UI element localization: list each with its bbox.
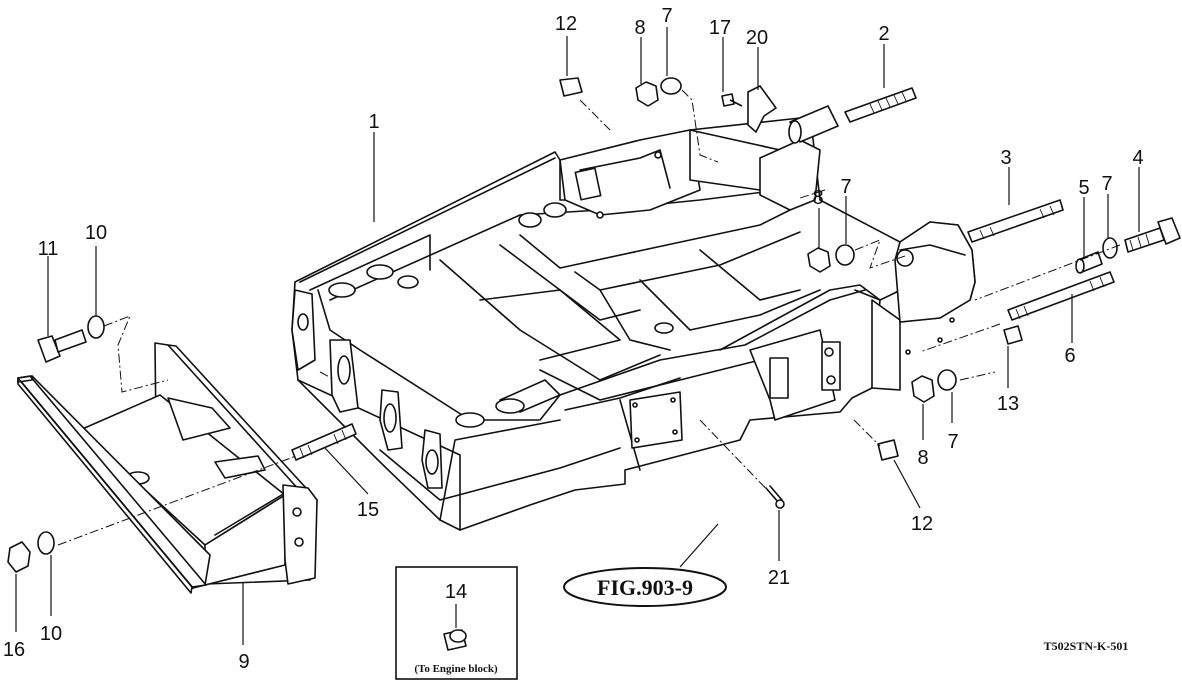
washer-7-bottom xyxy=(937,369,957,391)
callout-9: 9 xyxy=(238,651,249,673)
stud-6 xyxy=(1007,271,1115,321)
inset-box: 14 (To Engine block) xyxy=(395,566,518,680)
bushing-12-bottom xyxy=(877,439,899,461)
callout-12-top: 12 xyxy=(555,13,577,35)
washer-10-upper xyxy=(87,315,105,339)
washer-7-top xyxy=(660,77,682,95)
stud-3 xyxy=(967,199,1064,243)
callout-6: 6 xyxy=(1064,345,1075,367)
nut-8-top xyxy=(635,81,659,107)
figure-label: FIG.903-9 xyxy=(597,575,693,600)
callout-7-mid: 7 xyxy=(840,176,851,198)
inset-note: (To Engine block) xyxy=(414,663,498,675)
bushing-12-top xyxy=(559,77,583,97)
bolt-21 xyxy=(765,485,785,509)
screw-17 xyxy=(721,93,743,107)
frame xyxy=(291,117,976,531)
bolt-11 xyxy=(37,329,87,363)
callout-3: 3 xyxy=(1000,147,1011,169)
callout-10-upper: 10 xyxy=(85,222,107,244)
callout-7-right: 7 xyxy=(1101,173,1112,195)
callout-4: 4 xyxy=(1132,147,1143,169)
callout-13: 13 xyxy=(997,393,1019,415)
callout-21: 21 xyxy=(768,567,790,589)
callout-11: 11 xyxy=(38,238,59,260)
collar-5 xyxy=(1075,251,1103,274)
washer-7-right xyxy=(1102,237,1118,259)
washer-10-lower xyxy=(37,531,55,555)
callout-15: 15 xyxy=(357,499,379,521)
callouts: 1 2 3 4 5 6 7 7 7 7 8 8 8 8 9 10 10 11 1… xyxy=(3,5,1144,673)
bushing-13 xyxy=(1003,325,1023,345)
washer-7-mid xyxy=(835,244,855,266)
nut-8-bottom xyxy=(911,375,935,403)
callout-17: 17 xyxy=(709,17,731,39)
callout-16: 16 xyxy=(3,639,25,661)
bolt-4 xyxy=(1124,217,1181,253)
bushing-14 xyxy=(443,629,467,651)
leader-lines xyxy=(15,27,1140,645)
callout-2: 2 xyxy=(878,23,889,45)
stud-2 xyxy=(844,87,917,123)
callout-8-mid: 8 xyxy=(812,187,823,209)
callout-7-top: 7 xyxy=(661,5,672,27)
callout-1: 1 xyxy=(368,111,379,133)
callout-20: 20 xyxy=(746,27,768,49)
callout-5: 5 xyxy=(1078,177,1089,199)
collar xyxy=(788,105,839,144)
inset-part-number: 14 xyxy=(445,581,467,603)
stud-15 xyxy=(291,423,357,461)
callout-12-bottom: 12 xyxy=(911,513,933,535)
callout-8-bottom: 8 xyxy=(917,447,928,469)
drawing-code: T502STN-K-501 xyxy=(1044,639,1129,653)
callout-7-bottom: 7 xyxy=(947,431,958,453)
assembly-lines xyxy=(57,89,1121,546)
front-weight xyxy=(17,342,318,594)
nut-8-mid xyxy=(807,247,831,273)
clamp-20 xyxy=(747,85,777,133)
nut-16 xyxy=(7,541,31,573)
figure-label-group: FIG.903-9 xyxy=(563,567,727,607)
callout-10-lower: 10 xyxy=(40,623,62,645)
callout-8-top: 8 xyxy=(634,17,645,39)
